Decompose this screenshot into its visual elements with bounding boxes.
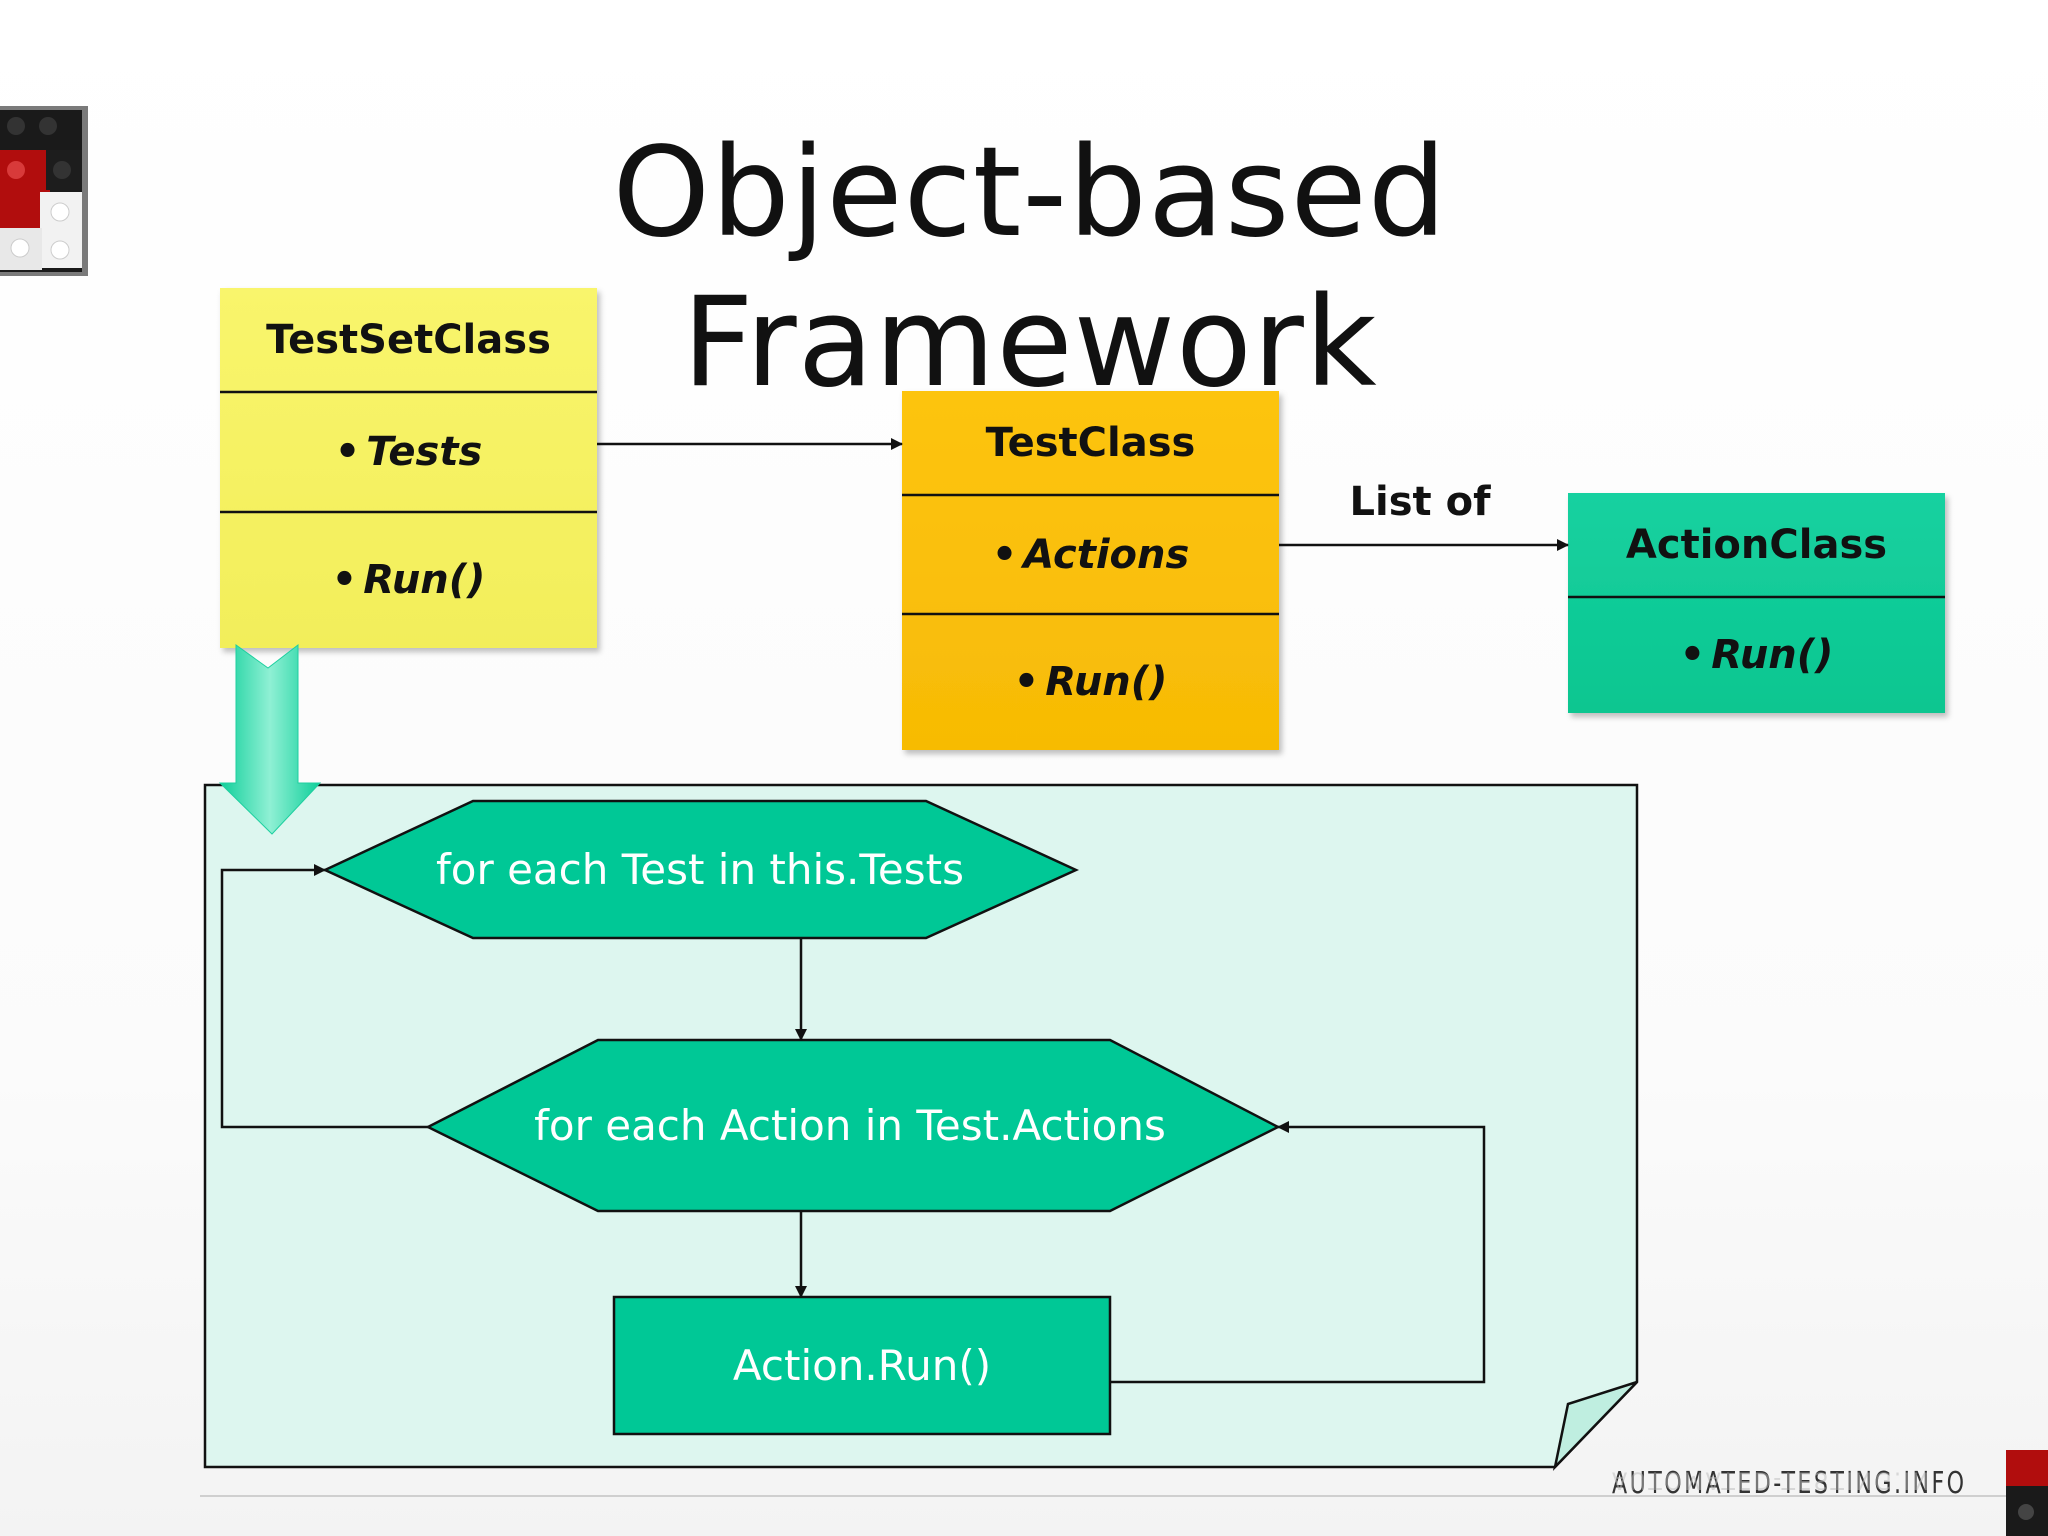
test-class-box [902, 391, 1279, 750]
test-member-actions: • Actions [902, 495, 1279, 614]
action-class-box [1568, 493, 1945, 713]
member-label: Run() [1711, 632, 1834, 678]
action-member-run: • Run() [1568, 597, 1945, 713]
testset-class-box [220, 288, 597, 648]
brand-wordmark: AUTOMATED-TESTING.INFO [1612, 1466, 1967, 1501]
panel-fold-corner [1552, 1380, 1638, 1471]
slide-title: Object-based Framework [612, 121, 1448, 415]
lego-bricks-icon [0, 106, 88, 276]
loop-tests-node [322, 799, 1080, 940]
bullet-icon: • [334, 429, 361, 475]
corner-brand-bricks-icon [2006, 1450, 2048, 1536]
bullet-icon: • [1679, 632, 1706, 678]
action-class-name: ActionClass [1625, 522, 1888, 568]
testset-member-run: • Run() [220, 512, 597, 648]
action-run-label: Action.Run() [732, 1341, 992, 1390]
member-label: Run() [363, 557, 486, 603]
test-class-name: TestClass [985, 420, 1196, 466]
bullet-icon: • [1013, 659, 1040, 705]
action-run-node [612, 1295, 1112, 1436]
testset-class-name: TestSetClass [266, 317, 551, 363]
loop-tests-label: for each Test in this.Tests [435, 845, 964, 894]
loop-actions-label: for each Action in Test.Actions [534, 1101, 1166, 1150]
brand-wordmark-reflection: AUTOMATED-TESTING.INFO [1612, 1466, 1932, 1494]
bullet-icon: • [331, 557, 358, 603]
down-arrow-icon [218, 643, 322, 835]
actions-loopback-arrow [220, 864, 428, 1129]
relation-label: List of [1349, 479, 1491, 525]
testset-member-tests: • Tests [220, 392, 597, 512]
member-label: Actions [1023, 531, 1190, 578]
member-label: Run() [1045, 659, 1168, 705]
run-loopback-arrow [1110, 1121, 1486, 1384]
test-member-run: • Run() [902, 614, 1279, 750]
bullet-icon: • [991, 531, 1018, 578]
member-label: Tests [366, 429, 483, 475]
